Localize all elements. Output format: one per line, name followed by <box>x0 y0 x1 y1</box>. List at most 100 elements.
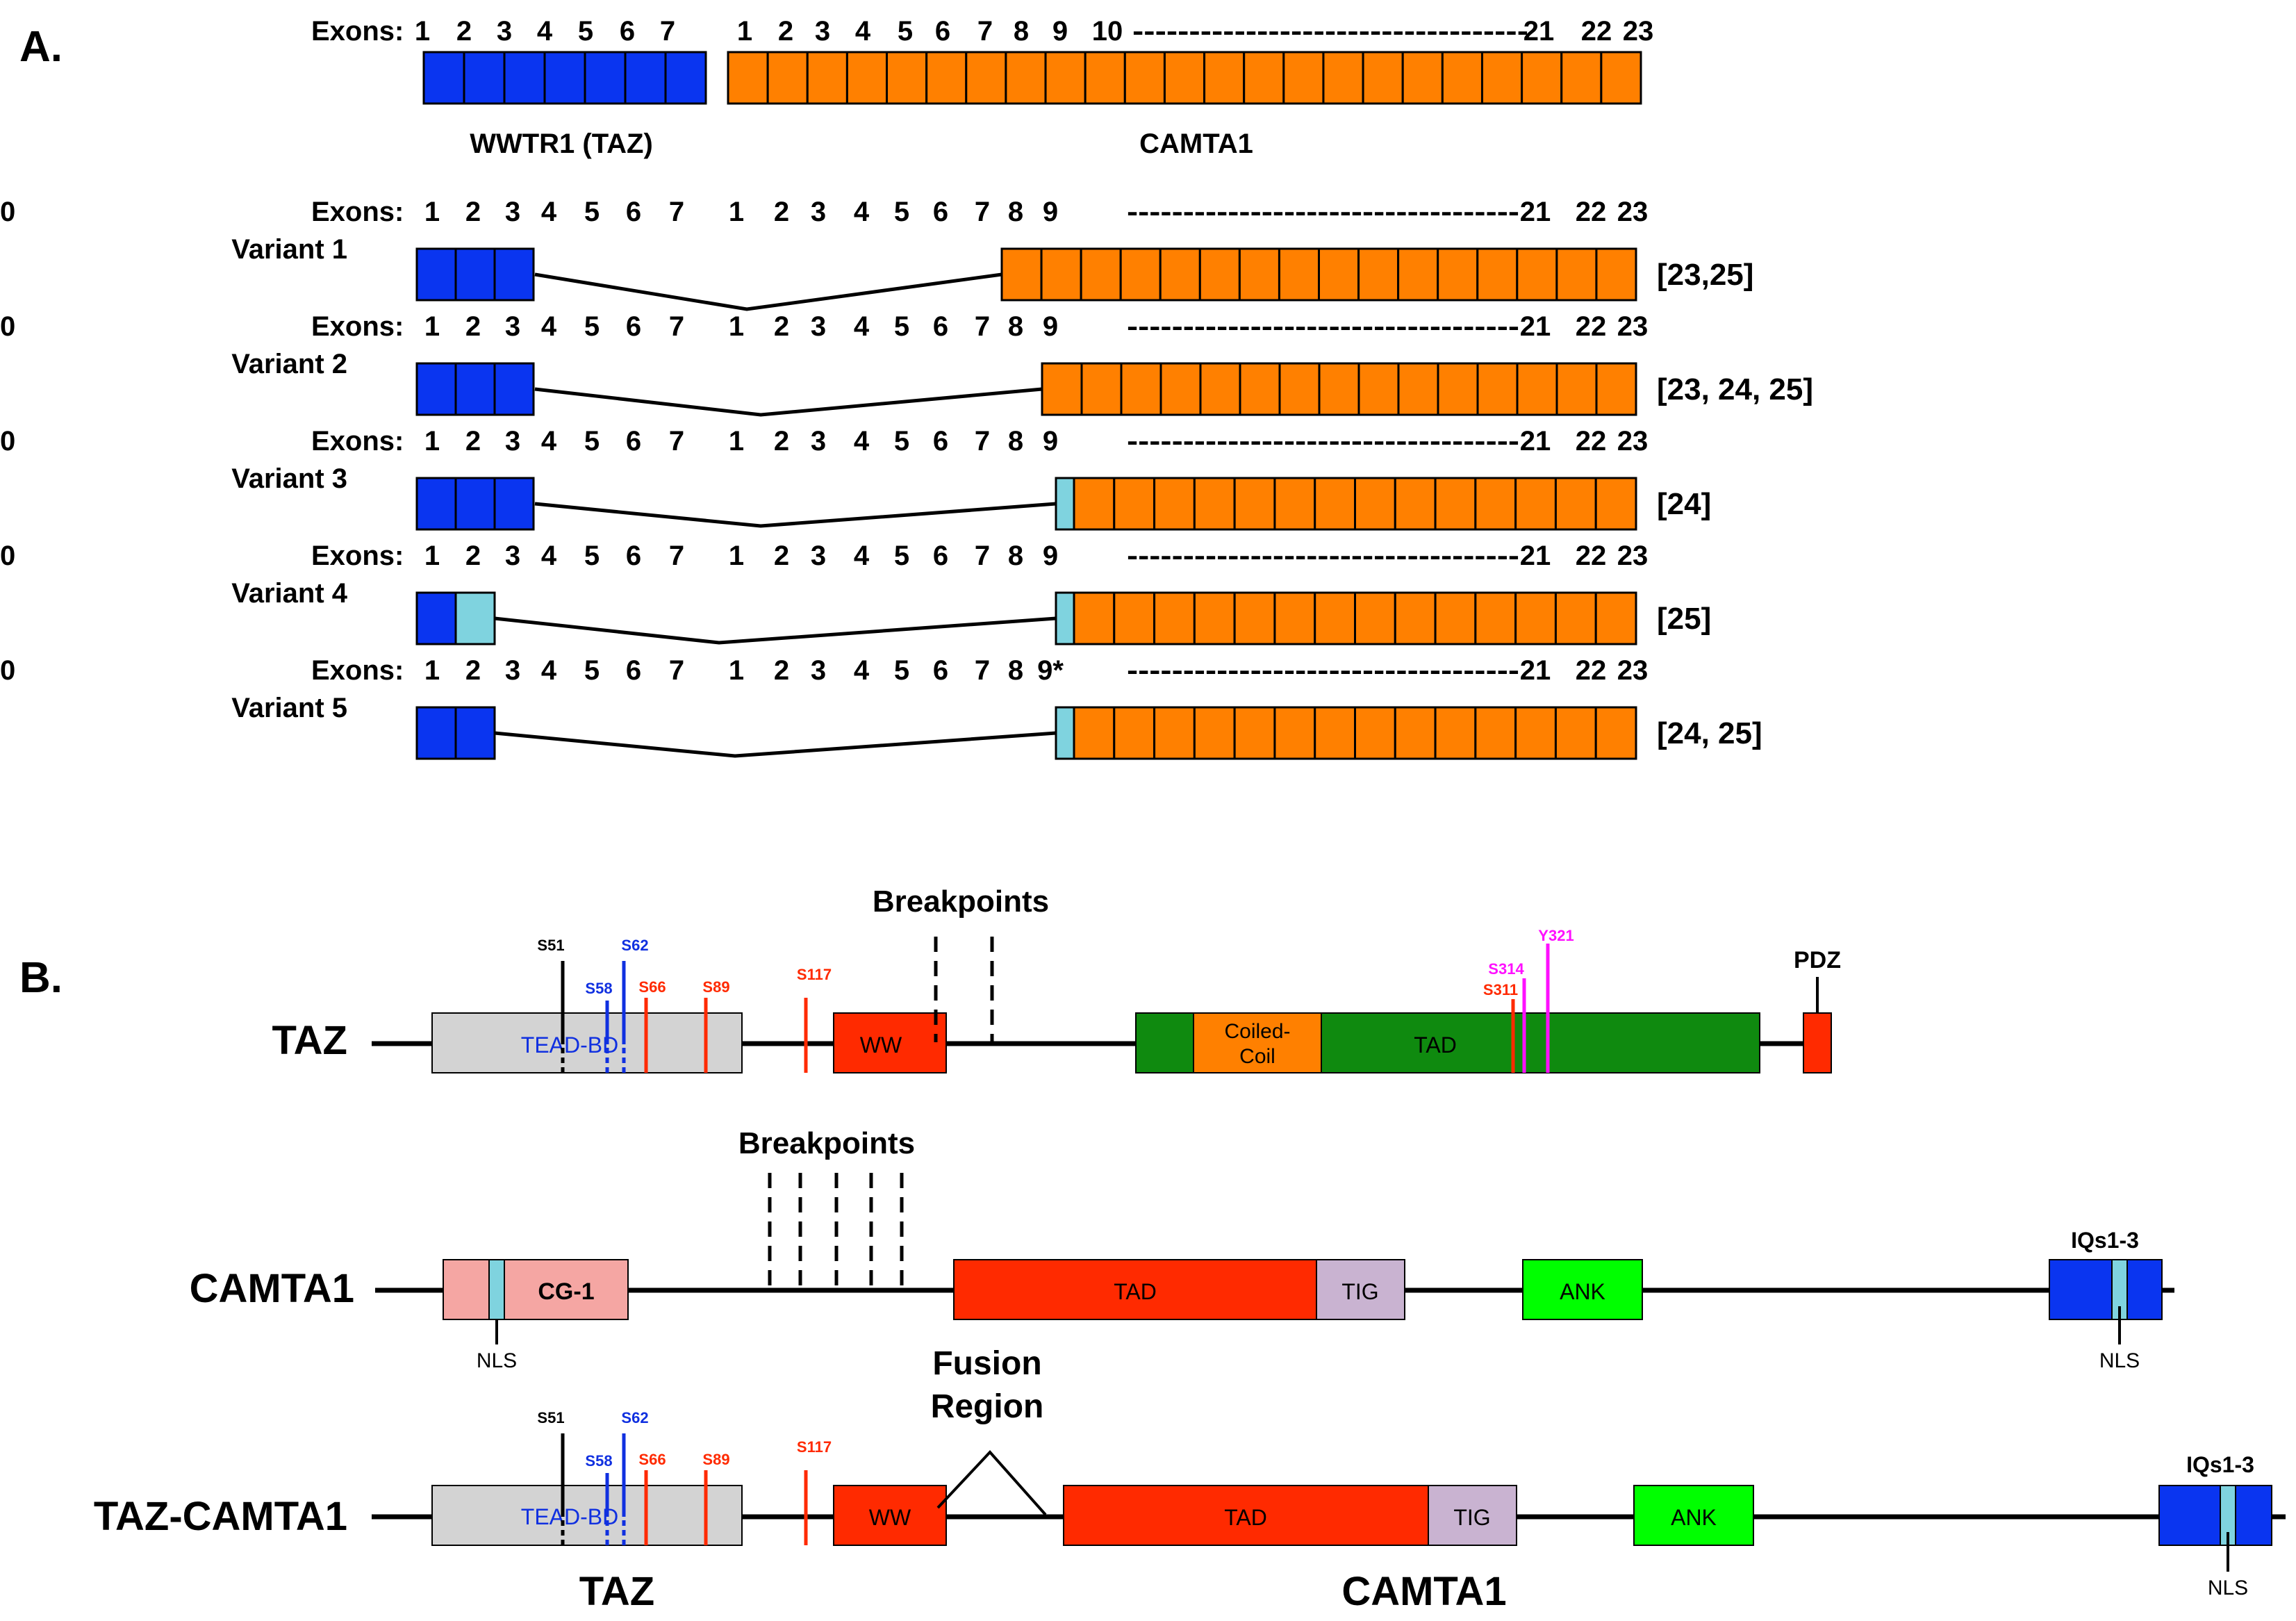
taz-tead-bd-label: TEAD-BD <box>521 1032 618 1058</box>
camta1-exon-box <box>845 51 889 105</box>
variant-name: Variant 2 <box>231 349 347 379</box>
taz-coiled-coil-label-1: Coiled- <box>1224 1020 1290 1043</box>
camta1-exon-box <box>1199 362 1241 416</box>
alt-exon-box <box>1055 706 1075 760</box>
exon-number: 1 <box>424 541 440 571</box>
camta1-exon-box <box>1397 362 1439 416</box>
camta1-exon-box <box>1354 477 1396 531</box>
camta1-exon-box <box>1318 247 1360 302</box>
camta1-exon-box <box>1123 51 1166 105</box>
camta1-exon-box <box>1516 362 1558 416</box>
camta1-exon-box <box>1273 706 1316 760</box>
phosphosite-s314: S314 <box>1488 960 1526 1073</box>
exon-range-dashes: ----------------------------------- <box>1132 16 1528 47</box>
camta1-iqs-domain <box>2049 1259 2163 1320</box>
exon-number: 4 <box>854 426 870 456</box>
taz-exon-number: 4 <box>537 16 553 47</box>
exon-number: 1 <box>424 426 440 456</box>
phosphosite-s62: S62 <box>621 937 649 1073</box>
phosphosite-label: S117 <box>797 1438 832 1456</box>
splice-junction-line <box>494 616 1057 645</box>
camta1-exon-box <box>925 51 968 105</box>
exon-number: 22 <box>1576 311 1607 342</box>
camta1-exon-number: 6 <box>935 16 950 47</box>
exon-number: 4 <box>854 311 870 342</box>
exon-number: 1 <box>424 655 440 686</box>
fusion-variants: Exons:123456712345678910----------------… <box>0 197 1813 760</box>
camta1-exon-box <box>1073 591 1116 645</box>
exon-number: 6 <box>626 197 641 227</box>
exon-number: 23 <box>1617 311 1649 342</box>
taz-exon-box <box>454 706 496 760</box>
variant-1: Exons:123456712345678910----------------… <box>0 197 1753 311</box>
camta1-exon-box <box>727 51 769 105</box>
alt-exon-box <box>1055 591 1075 645</box>
taz-exon-box <box>415 362 457 416</box>
exon-number: 3 <box>811 541 826 571</box>
phosphosite-y321: Y321 <box>1538 927 1574 1073</box>
exon-number: 6 <box>933 197 948 227</box>
exon-number: 3 <box>505 197 520 227</box>
exon-number: 10 <box>0 311 15 342</box>
camta1-exon-number: 7 <box>977 16 993 47</box>
exon-number: 10 <box>0 197 15 227</box>
camta1-exon-box <box>1594 477 1637 531</box>
exon-range-dashes: ----------------------------------- <box>1127 655 1519 686</box>
exon-number: 6 <box>626 311 641 342</box>
taz-tad-label: TAD <box>1414 1032 1457 1058</box>
phosphosite-s62: S62 <box>621 1409 649 1545</box>
phosphosite-label: S89 <box>702 1451 729 1468</box>
exon-number: 1 <box>729 655 744 686</box>
exon-number: 2 <box>465 197 481 227</box>
taz-exon-box <box>493 247 535 302</box>
taz-exon-box <box>503 51 546 105</box>
taz-tead-bd-domain <box>431 1012 743 1073</box>
taz-pdz-domain <box>1803 1012 1832 1073</box>
taz-exon-box <box>454 477 496 531</box>
taz-exon-number: 3 <box>497 16 512 47</box>
variant-name: Variant 5 <box>231 693 347 723</box>
exon-number: 5 <box>894 311 909 342</box>
camta1-exon-box <box>1357 247 1400 302</box>
taz-coiled-coil-domain <box>1193 1012 1322 1073</box>
phosphosite-label: S51 <box>537 1409 564 1426</box>
exon-number: 22 <box>1576 541 1607 571</box>
camta1-exon-box <box>1273 477 1316 531</box>
camta1-exon-box <box>1113 591 1156 645</box>
exon-number: 9 <box>1043 541 1058 571</box>
exon-number: 5 <box>584 311 600 342</box>
exons-label: Exons: <box>311 197 404 227</box>
taz-exon-number: 5 <box>578 16 593 47</box>
exon-number: 2 <box>465 426 481 456</box>
exon-number: 2 <box>774 426 789 456</box>
camta1-exon-box <box>1238 247 1280 302</box>
camta1-exon-box <box>1476 362 1519 416</box>
exon-number: 4 <box>541 541 557 571</box>
variant-references: [24] <box>1657 487 1711 521</box>
phosphosite-label: S62 <box>621 1409 648 1426</box>
variant-name: Variant 4 <box>231 578 348 609</box>
taz-exon-box <box>624 51 667 105</box>
camta1-exon-box <box>1203 51 1246 105</box>
phosphosite-s89: S89 <box>702 1451 730 1545</box>
camta1-exon-box <box>1119 247 1162 302</box>
phosphosite-s117: S117 <box>797 1438 832 1545</box>
camta1-exon-number: 8 <box>1014 16 1029 47</box>
camta1-exon-box <box>1560 51 1603 105</box>
taz-exon-number: 1 <box>415 16 430 47</box>
variant-references: [24, 25] <box>1657 716 1762 750</box>
variant-5: Exons:1234567123456789*10---------------… <box>0 655 1762 760</box>
camta1-exon-number: 9 <box>1052 16 1068 47</box>
variant-references: [23,25] <box>1657 258 1753 292</box>
taz-exon-box <box>493 477 535 531</box>
camta1-exon-box <box>1354 591 1396 645</box>
exon-number: 6 <box>933 655 948 686</box>
phosphosite-s58: S58 <box>585 1452 613 1545</box>
exon-number: 3 <box>505 426 520 456</box>
exon-number: 6 <box>626 655 641 686</box>
exon-number: 21 <box>1520 426 1551 456</box>
exon-number: 5 <box>584 655 600 686</box>
exon-number: 1 <box>729 541 744 571</box>
